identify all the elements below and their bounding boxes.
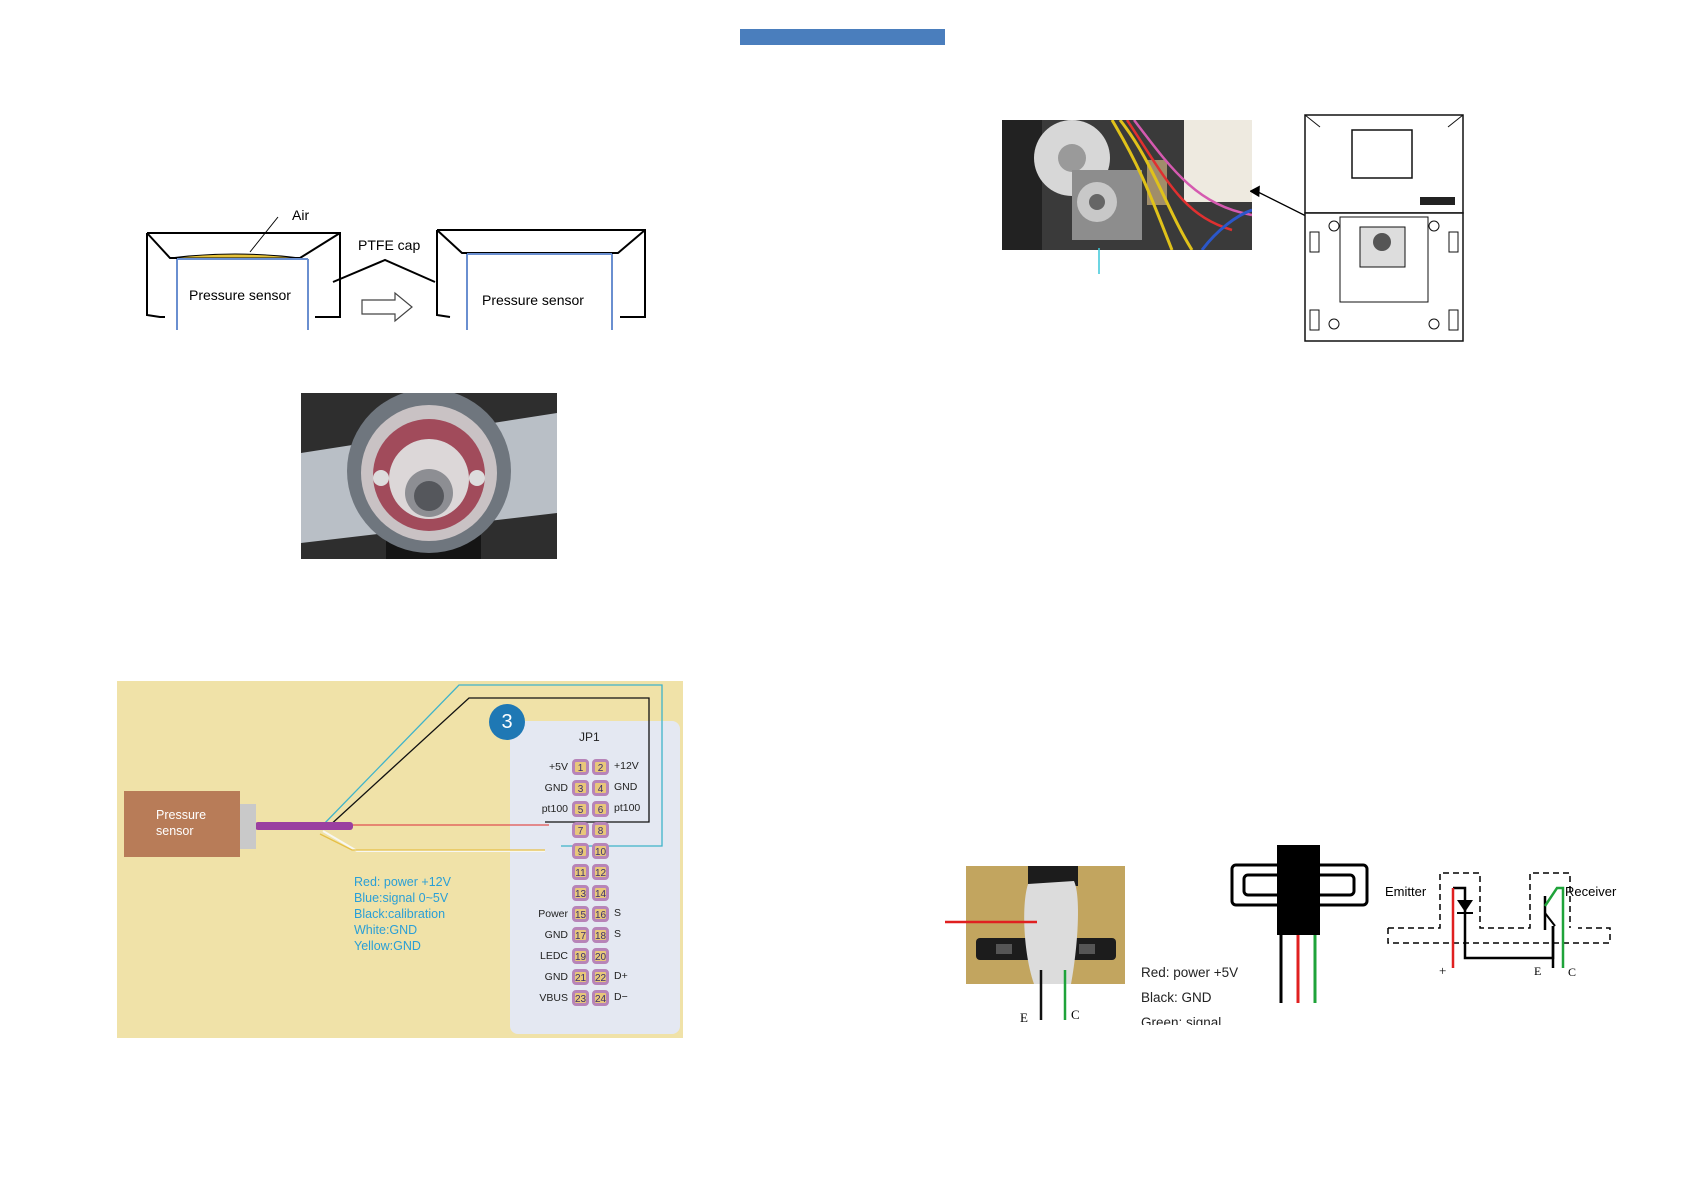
schematic-plus-label: + (1439, 963, 1447, 978)
air-label: Air (292, 207, 310, 223)
pin-label-right: GND (614, 781, 638, 793)
ptfe-cap-diagram: Air PTFE cap Pressure sensor Pressure se… (140, 205, 660, 330)
pin-label-left: GND (544, 929, 568, 941)
schematic-drawing (1387, 872, 1611, 968)
pin-9: 9 (572, 843, 589, 859)
pressure-sensor-photo-image (301, 393, 557, 559)
pin-label-left: GND (544, 971, 568, 983)
pin-24: 24 (592, 990, 609, 1006)
pressure-sensor-body: Pressure sensor (124, 791, 240, 857)
pin-label-left: +5V (549, 761, 568, 773)
pin-17: 17 (572, 927, 589, 943)
pin-1: 1 (572, 759, 589, 775)
pin-14: 14 (592, 885, 609, 901)
wire-legend-black: Black:calibration (354, 907, 446, 921)
optical-sensor-photo (966, 866, 1125, 984)
pressure-sensor-left-label: Pressure sensor (189, 287, 291, 303)
pressure-sensor-right-label: Pressure sensor (482, 292, 584, 308)
sensor-body-label-2: sensor (156, 824, 194, 838)
section-header-bar (740, 29, 945, 45)
pin-label-left: GND (544, 782, 568, 794)
wire-legend: Red: power +12V Blue:signal 0~5V Black:c… (354, 874, 451, 954)
pin-15: 15 (572, 906, 589, 922)
pin-label-right: D+ (614, 970, 628, 982)
wire-legend-yellow: Yellow:GND (354, 939, 421, 953)
wire-legend-blue: Blue:signal 0~5V (354, 891, 449, 905)
schematic-c-label: C (1568, 965, 1577, 979)
sensor-body-label-1: Pressure (156, 808, 207, 822)
pin-label-left: LEDC (539, 950, 568, 962)
optical-sensor-image (966, 866, 1125, 984)
pin-2: 2 (592, 759, 609, 775)
pin-20: 20 (592, 948, 609, 964)
pin-label-right: pt100 (614, 802, 641, 814)
motor-assembly-photo (1002, 120, 1252, 250)
machine-drawing (1304, 114, 1464, 342)
pin-label-right: D− (614, 991, 628, 1003)
pin-6: 6 (592, 801, 609, 817)
pin-4: 4 (592, 780, 609, 796)
emitter-receiver-schematic: Emitter Receiver + E C (1385, 868, 1625, 988)
pin-22: 22 (592, 969, 609, 985)
optical-sensor-outline-drawing (1230, 845, 1369, 1003)
pin-7: 7 (572, 822, 589, 838)
pin-3: 3 (572, 780, 589, 796)
pin-label-left: Power (538, 908, 568, 920)
optical-sensor-outline (1230, 843, 1370, 1005)
ptfe-cap-label: PTFE cap (358, 237, 421, 253)
wire-legend-red: Red: power +12V (354, 875, 451, 889)
optical-sensor-leads (945, 920, 1067, 1020)
machine-line-drawing (1300, 112, 1470, 344)
legend-black: Black: GND (1141, 990, 1212, 1005)
pin-label-left: VBUS (539, 992, 568, 1004)
pin-13: 13 (572, 885, 589, 901)
wire-paths (240, 684, 663, 852)
pressure-sensor-photo (301, 393, 557, 559)
cyan-pointer-line (1098, 248, 1100, 274)
pin-18: 18 (592, 927, 609, 943)
photo-lead-e-label: E (1020, 1010, 1028, 1025)
pin-10: 10 (592, 843, 609, 859)
receiver-label: Receiver (1565, 884, 1617, 899)
wire-legend-white: White:GND (354, 923, 418, 937)
pin-12: 12 (592, 864, 609, 880)
pin-16: 16 (592, 906, 609, 922)
pin-8: 8 (592, 822, 609, 838)
legend-red: Red: power +5V (1141, 965, 1239, 980)
optical-sensor-legend: Red: power +5V Black: GND Green: signal (1141, 960, 1238, 1025)
pin-11: 11 (572, 864, 589, 880)
pin-19: 19 (572, 948, 589, 964)
schematic-e-label: E (1534, 964, 1542, 978)
pin-label-right: S (614, 907, 622, 919)
step-badge: 3 (489, 704, 525, 740)
pin-23: 23 (572, 990, 589, 1006)
connector-header-label: JP1 (579, 730, 600, 744)
pin-label-left: pt100 (541, 803, 568, 815)
pin-5: 5 (572, 801, 589, 817)
ptfe-cap-drawing (146, 216, 646, 330)
photo-lead-c-label: C (1071, 1007, 1080, 1022)
pin-label-right: S (614, 928, 622, 940)
pin-21: 21 (572, 969, 589, 985)
step-number: 3 (501, 711, 513, 733)
pin-label-right: +12V (614, 760, 639, 772)
legend-green: Green: signal (1141, 1015, 1222, 1025)
emitter-label: Emitter (1385, 884, 1427, 899)
motor-assembly-image (1002, 120, 1252, 250)
